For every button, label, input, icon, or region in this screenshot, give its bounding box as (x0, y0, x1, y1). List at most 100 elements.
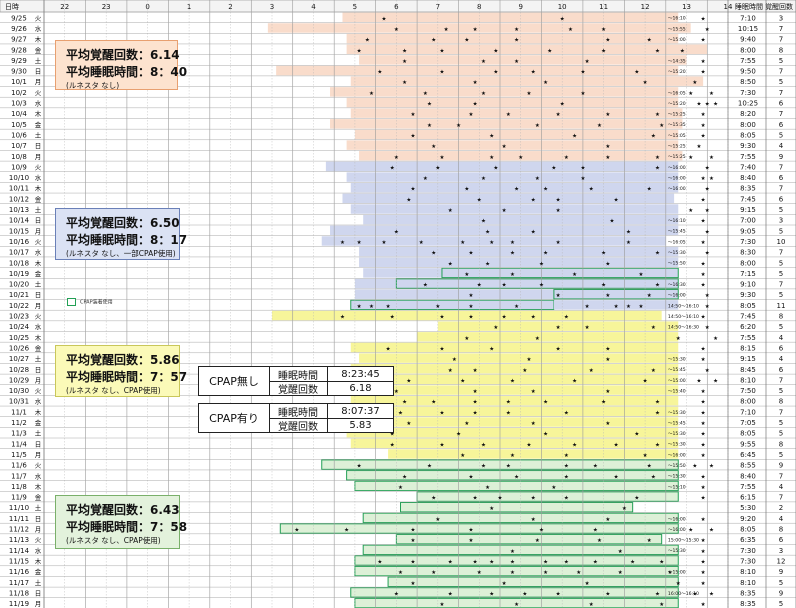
wake-star-11/18-2: ★ (489, 591, 494, 597)
row-wakes-11/10: 2 (779, 504, 783, 512)
wake-star-11/6-1: ★ (427, 464, 432, 470)
wake-star-10/5-5: ★ (701, 123, 706, 129)
row-wakes-10/22: 11 (777, 302, 786, 310)
wake-star-10/23-5: ★ (531, 315, 536, 321)
wake-star-10/22-0: ★ (357, 304, 362, 310)
wake-star-10/11-5: ★ (647, 187, 652, 193)
row-dow-11/3: 土 (35, 429, 42, 438)
sleep-bar-10/23-0 (272, 310, 662, 321)
header-wake-label: 覚醒回数 (765, 2, 793, 11)
row-dow-10/15: 月 (35, 227, 42, 235)
wake-star-10/28-0: ★ (448, 368, 453, 374)
row-wakes-10/23: 8 (779, 313, 783, 321)
sleep-bar-11/15-0 (354, 555, 679, 566)
wake-star-11/3-3: ★ (634, 432, 639, 438)
wake-star-11/8-0: ★ (398, 485, 403, 491)
sleep-bar-10/9-0 (325, 161, 679, 172)
wake-star-11/14-1: ★ (618, 549, 623, 555)
wake-star-10/11-4: ★ (589, 187, 594, 193)
row-note-10/4: 〜15:25 (668, 112, 686, 118)
wake-star-9/27-2: ★ (464, 38, 469, 44)
row-dow-10/23: 火 (35, 313, 42, 321)
wake-star-10/7-3: ★ (697, 144, 702, 150)
wake-star-9/29-4: ★ (701, 59, 706, 65)
row-sleep-11/9: 6:15 (740, 494, 756, 502)
wake-star-9/28-4: ★ (547, 48, 552, 54)
wake-star-10/21-1: ★ (556, 293, 561, 299)
wake-star-11/9-4: ★ (564, 496, 569, 502)
row-dow-11/14: 水 (35, 546, 42, 555)
row-wakes-10/11: 7 (779, 185, 783, 193)
wake-star-11/12-5: ★ (593, 528, 598, 534)
row-sleep-9/28: 8:00 (740, 46, 756, 54)
comparison-no-cpap-wake-value: 6.18 (349, 382, 372, 394)
row-date-11/10: 11/10 (9, 504, 29, 512)
sleep-bar-10/30-0 (342, 385, 679, 395)
summary-2-sleep: 平均睡眠時間：8：17 (66, 233, 188, 247)
wake-star-11/9-3: ★ (531, 496, 536, 502)
wake-star-11/14-0: ★ (510, 549, 515, 555)
row-date-10/15: 10/15 (9, 227, 29, 235)
row-dow-9/28: 金 (35, 45, 42, 54)
row-sleep-11/13: 6:35 (740, 536, 756, 544)
row-sleep-10/1: 8:50 (740, 78, 756, 86)
wake-star-11/11-0: ★ (435, 517, 440, 523)
sleep-bar-11/8-0 (354, 480, 679, 492)
wake-star-11/14-2: ★ (701, 549, 706, 555)
wake-star-11/1-6: ★ (701, 410, 706, 416)
wake-star-10/13-0: ★ (448, 208, 453, 214)
wake-star-11/16-0: ★ (398, 570, 403, 576)
wake-star-9/30-0: ★ (377, 70, 382, 76)
wake-star-11/4-0: ★ (390, 442, 395, 448)
row-sleep-10/3: 10:25 (738, 100, 758, 108)
wake-star-10/4-2: ★ (506, 112, 511, 118)
wake-star-10/5-2: ★ (535, 123, 540, 129)
wake-star-11/12-4: ★ (539, 528, 544, 534)
wake-star-11/15-10: ★ (659, 559, 664, 565)
wake-star-9/26-4: ★ (568, 27, 573, 33)
row-dow-10/4: 木 (35, 109, 42, 118)
row-date-10/8: 10/8 (11, 153, 27, 161)
cpap-segment-10/20 (395, 278, 679, 289)
sleep-bar-10/24-0 (437, 321, 679, 331)
wake-star-10/19-2: ★ (572, 272, 577, 278)
row-dow-11/15: 木 (35, 556, 42, 565)
wake-star-10/19-3: ★ (638, 272, 643, 278)
wake-star-10/29-2: ★ (510, 378, 515, 384)
row-wakes-11/16: 9 (779, 568, 783, 576)
wake-star-10/22-2: ★ (386, 304, 391, 310)
wake-star-10/22-1: ★ (369, 304, 374, 310)
row-date-10/7: 10/7 (11, 142, 27, 150)
row-wakes-10/28: 6 (779, 366, 784, 374)
wake-star-10/12-1: ★ (477, 197, 482, 203)
wake-star-11/12-2: ★ (410, 528, 415, 534)
row-wakes-10/17: 7 (779, 249, 783, 257)
wake-star-11/15-1: ★ (410, 559, 415, 565)
wake-star-11/17-1: ★ (502, 581, 507, 587)
row-sleep-10/13: 9:15 (740, 206, 756, 214)
wake-star-10/3-2: ★ (560, 102, 565, 108)
row-date-11/3: 11/3 (11, 430, 27, 438)
wake-star-10/21-2: ★ (605, 293, 610, 299)
row-sleep-10/30: 7:50 (740, 387, 756, 395)
wake-star-11/2-0: ★ (406, 421, 411, 427)
row-wakes-10/29: 7 (779, 376, 783, 384)
wake-star-11/15-2: ★ (448, 559, 453, 565)
wake-star-11/4-5: ★ (614, 442, 619, 448)
row-note-10/30: 〜15:40 (668, 388, 686, 394)
row-date-11/9: 11/9 (11, 494, 27, 502)
row-date-10/18: 10/18 (9, 259, 29, 267)
row-wakes-10/9: 7 (779, 163, 783, 171)
wake-star-10/31-2: ★ (473, 400, 478, 406)
sleep-bar-9/29-0 (359, 55, 687, 65)
row-sleep-11/11: 9:20 (740, 515, 756, 523)
wake-star-10/18-0: ★ (448, 261, 453, 267)
header-sleep-label: 睡眠時間 (735, 3, 763, 11)
row-dow-10/22: 月 (35, 302, 42, 310)
wake-star-10/17-0: ★ (431, 251, 436, 257)
row-sleep-10/4: 8:20 (740, 110, 756, 118)
comparison-cpap: CPAP有り 睡眠時間 8:07:37 覚醒回数 5.83 (198, 403, 394, 433)
comparison-no-cpap-wake-row: 覚醒回数 6.18 (269, 381, 393, 396)
row-sleep-10/2: 7:30 (740, 89, 756, 97)
wake-star-10/10-0: ★ (423, 176, 428, 182)
